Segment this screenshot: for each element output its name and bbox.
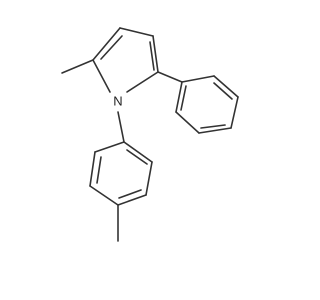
bond-tol-inner-2 <box>118 189 142 199</box>
bond-c4-c5 <box>152 35 159 73</box>
bond-c2-c3-inner <box>100 35 123 60</box>
bond-ph-inner-3 <box>180 85 187 111</box>
bond-tol-inner-3 <box>96 156 102 184</box>
bond-c5-n1 <box>126 71 159 93</box>
bond-tol-inner-1 <box>126 149 148 165</box>
bond-c2-c3 <box>92 27 121 61</box>
bond-c3-c4 <box>119 27 154 37</box>
bond-c4-c5-inner <box>149 41 155 71</box>
bond-tol-1 <box>123 141 153 163</box>
bond-tol-2 <box>145 161 153 196</box>
bond-n1-c2 <box>92 59 111 93</box>
bond-ph-inner-2 <box>200 124 226 129</box>
bond-tol-3 <box>117 194 147 206</box>
bond-ph-2 <box>213 75 239 98</box>
bond-ph-5 <box>175 111 200 134</box>
bond-ph-4 <box>198 127 232 134</box>
bond-tol-4 <box>89 185 119 206</box>
bond-tol-6 <box>94 141 125 153</box>
bond-n1-tolyl <box>117 111 125 143</box>
atom-label-nitrogen: N <box>113 94 122 109</box>
bond-ph-inner-1 <box>213 82 233 100</box>
bond-c5-phenyl <box>157 71 183 83</box>
bond-ph-3 <box>230 96 239 129</box>
bond-tol-5 <box>89 151 96 187</box>
bond-ph-1 <box>181 75 215 83</box>
molecule-structure-diagram: N <box>61 27 239 242</box>
bond-c2-methyl <box>61 59 94 74</box>
bond-ph-6 <box>175 81 183 113</box>
bond-layer <box>61 27 239 242</box>
